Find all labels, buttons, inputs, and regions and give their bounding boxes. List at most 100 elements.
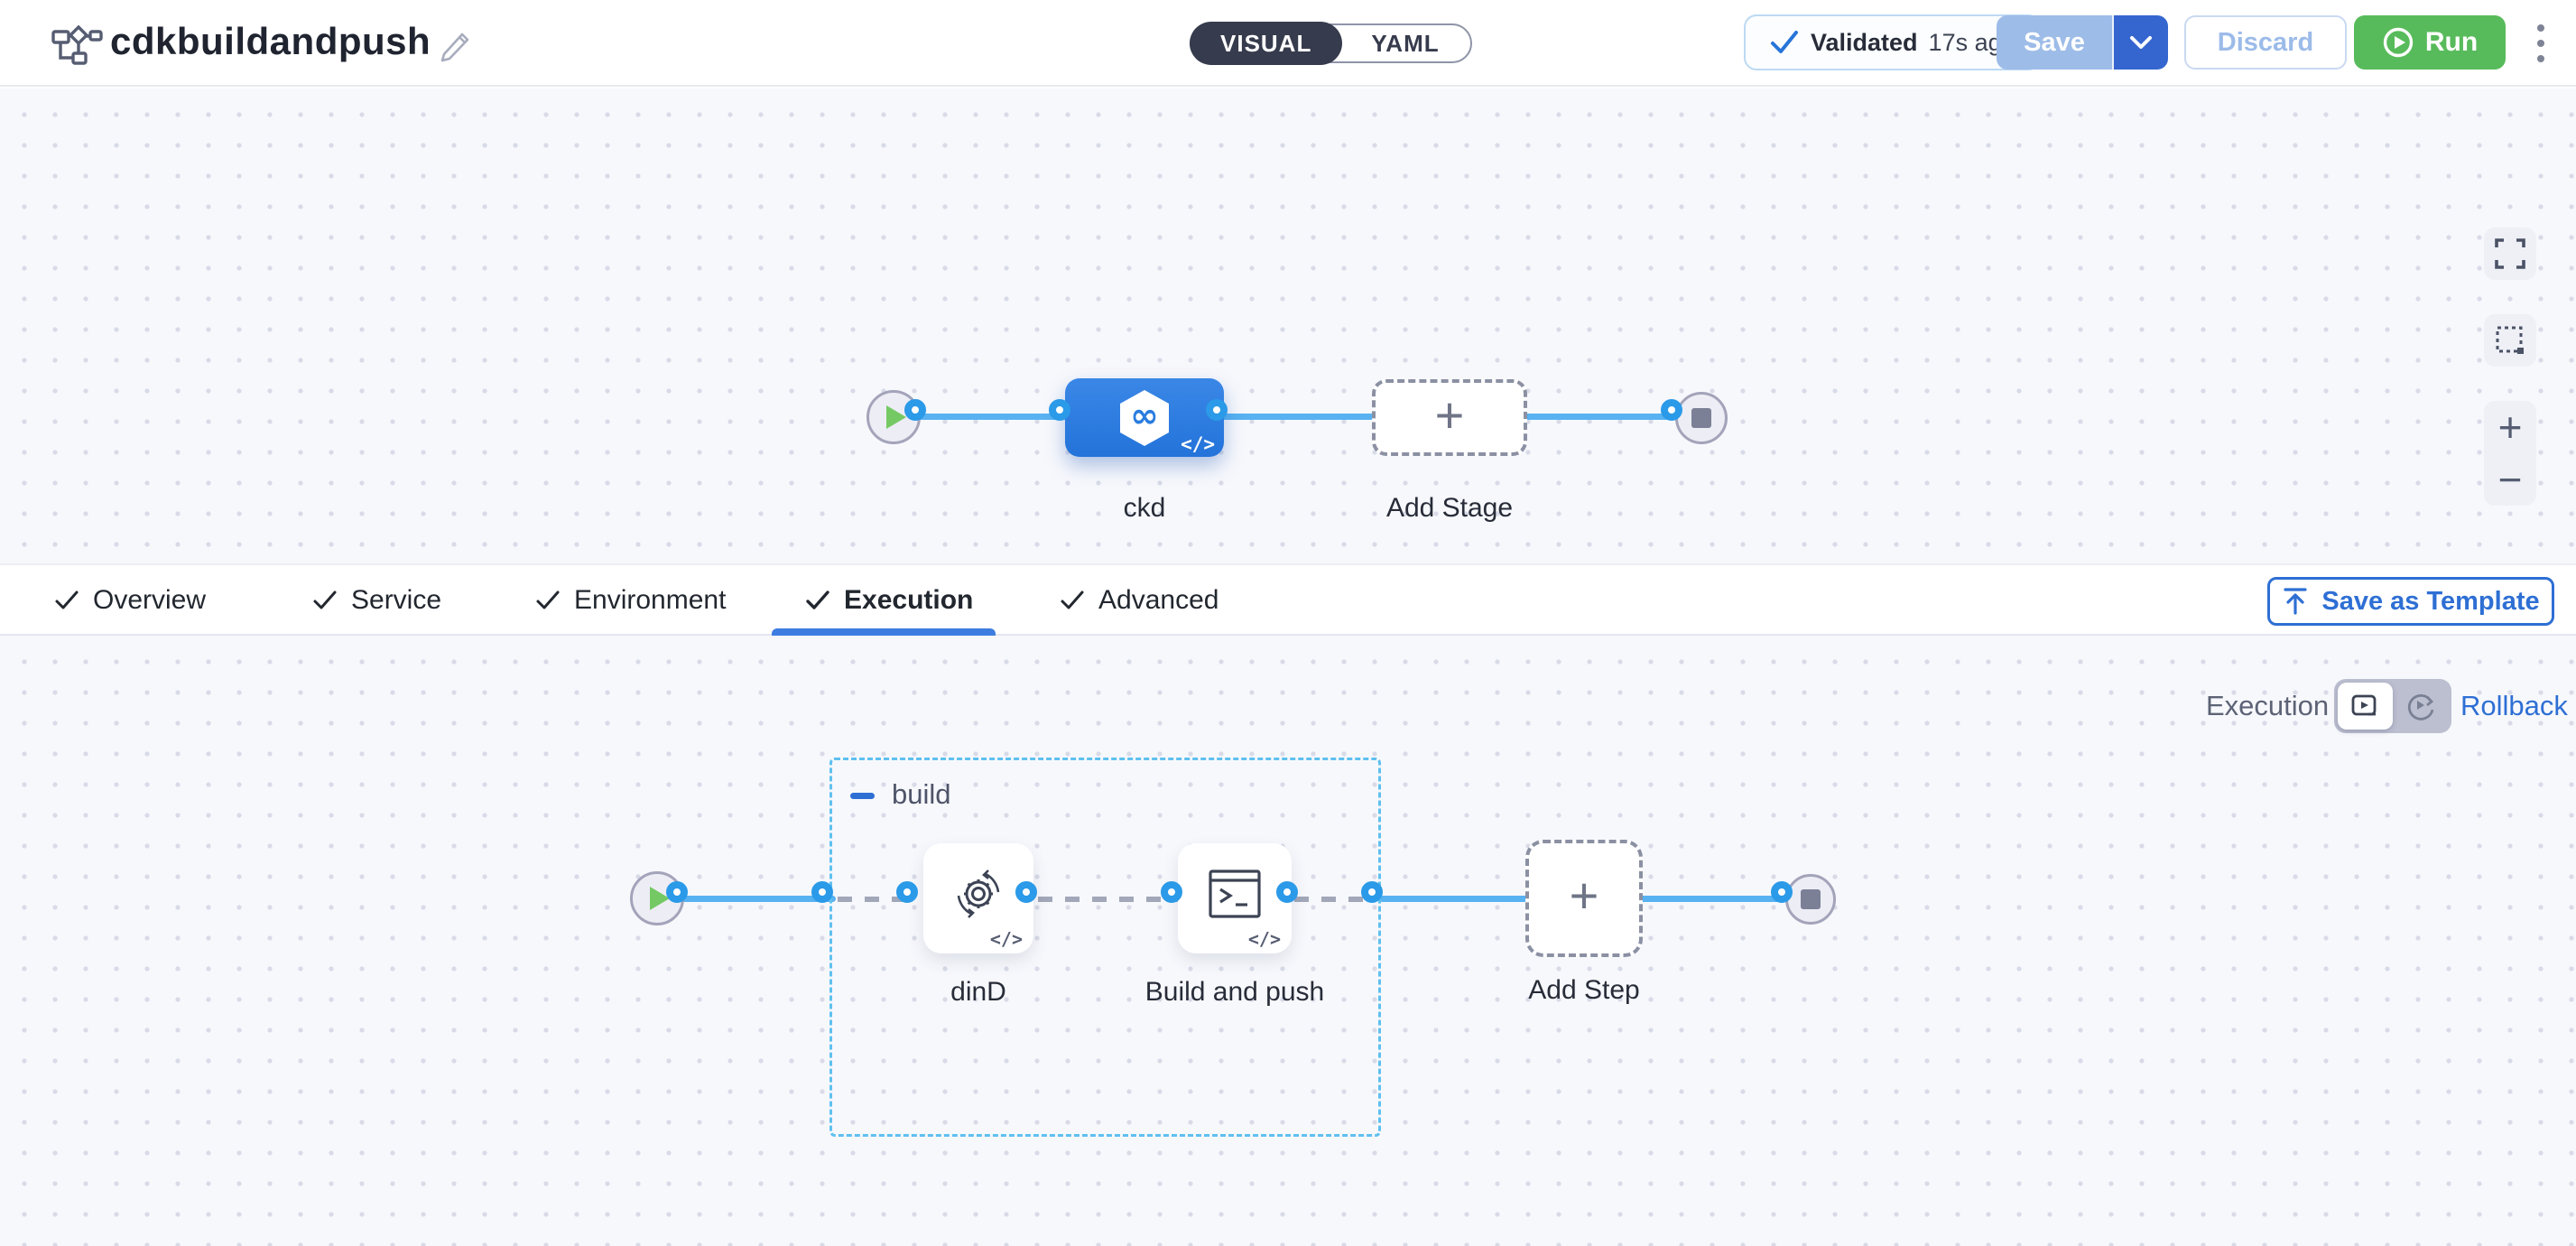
connector-port[interactable]: [1361, 881, 1383, 903]
connector-port[interactable]: [1771, 881, 1793, 903]
rollback-view-button[interactable]: [2393, 683, 2448, 730]
connector-port[interactable]: [1015, 881, 1037, 903]
visual-yaml-toggle: VISUAL YAML: [1190, 22, 1472, 65]
marquee-selection-icon: [2495, 325, 2525, 356]
tab-label: Service: [351, 585, 442, 615]
validated-check-icon: [1769, 29, 1800, 56]
pipeline-flowchart-icon: [51, 23, 103, 67]
pipeline-end-node[interactable]: [1675, 392, 1728, 444]
discard-button[interactable]: Discard: [2184, 15, 2347, 70]
page-title: cdkbuildandpush: [110, 20, 431, 62]
add-step-label: Add Step: [1528, 975, 1640, 1005]
connector-port[interactable]: [666, 881, 688, 903]
execution-view-button[interactable]: [2338, 683, 2393, 730]
stage-node-ckd[interactable]: ∞ </>: [1065, 378, 1224, 457]
step-code-tag: </>: [1247, 928, 1281, 950]
add-stage-label: Add Stage: [1385, 493, 1514, 523]
connector-line: [1379, 896, 1528, 902]
tab-execution[interactable]: Execution: [805, 565, 973, 636]
connector-port[interactable]: [811, 881, 833, 903]
upload-icon: [2282, 587, 2309, 616]
tab-overview[interactable]: Overview: [54, 565, 206, 636]
step-label: Build and push: [1144, 977, 1325, 1007]
save-split-button: Save: [1997, 15, 2168, 70]
rollback-link[interactable]: Rollback: [2460, 690, 2568, 721]
execution-end-node[interactable]: [1785, 874, 1836, 925]
run-play-icon: [2382, 26, 2414, 59]
plus-icon: +: [1569, 867, 1599, 924]
stage-config-tabbar: Overview Service Environment Execution A…: [0, 563, 2576, 636]
save-button[interactable]: Save: [1997, 15, 2112, 70]
connector-line-dashed: [1294, 897, 1376, 902]
tab-label: Advanced: [1098, 585, 1219, 615]
connector-line: [910, 414, 1072, 420]
header-bar: cdkbuildandpush VISUAL YAML Validated 17…: [0, 0, 2576, 87]
save-as-template-button[interactable]: Save as Template: [2267, 577, 2554, 626]
check-icon: [55, 590, 79, 609]
connector-port[interactable]: [1161, 881, 1182, 903]
stop-square-icon: [1691, 408, 1711, 428]
execution-play-box-icon: [2351, 694, 2376, 716]
stage-label: ckd: [1123, 493, 1166, 523]
add-stage-button[interactable]: +: [1372, 379, 1527, 456]
step-code-tag: </>: [989, 928, 1023, 950]
connector-port[interactable]: [896, 881, 918, 903]
ci-hexagon-icon: ∞: [1117, 387, 1172, 449]
edit-pencil-icon[interactable]: [439, 27, 475, 63]
svg-text:∞: ∞: [1130, 395, 1159, 435]
rollback-circle-play-icon: [2407, 693, 2433, 721]
add-step-button[interactable]: +: [1525, 840, 1643, 957]
tab-label: Execution: [844, 585, 974, 615]
check-icon: [806, 590, 829, 609]
visual-mode-button[interactable]: VISUAL: [1190, 22, 1343, 65]
start-play-icon: [650, 887, 670, 910]
collapse-group-icon[interactable]: [850, 793, 875, 799]
connector-line: [1635, 896, 1787, 902]
step-card-build-and-push[interactable]: </>: [1178, 843, 1292, 953]
check-icon: [536, 590, 560, 609]
tab-service[interactable]: Service: [312, 565, 441, 636]
stage-canvas[interactable]: ∞ </> + ckd Add Stage + −: [0, 88, 2576, 563]
more-options-kebab-icon[interactable]: [2527, 20, 2554, 67]
connector-line: [673, 896, 836, 902]
fullscreen-button[interactable]: [2484, 228, 2536, 280]
save-dropdown-button[interactable]: [2112, 15, 2168, 70]
run-button[interactable]: Run: [2354, 15, 2506, 70]
step-group-build[interactable]: build: [829, 758, 1381, 1137]
plus-icon: +: [1434, 386, 1465, 443]
check-icon: [313, 590, 337, 609]
stop-square-icon: [1801, 889, 1821, 909]
tab-label: Overview: [93, 585, 207, 615]
docker-in-docker-gear-icon: [946, 861, 1011, 926]
yaml-mode-button[interactable]: YAML: [1371, 29, 1440, 57]
connector-port[interactable]: [1049, 399, 1070, 421]
validated-label: Validated: [1811, 28, 1918, 56]
tab-environment[interactable]: Environment: [535, 565, 726, 636]
connector-port[interactable]: [1661, 399, 1682, 421]
execution-rollback-toggle: [2334, 679, 2451, 733]
terminal-window-icon: [1205, 866, 1265, 922]
active-tab-underline: [772, 628, 996, 636]
connector-port[interactable]: [1276, 881, 1298, 903]
run-label: Run: [2424, 27, 2479, 57]
execution-canvas[interactable]: Execution Rollback build: [0, 636, 2576, 1246]
connector-port[interactable]: [904, 399, 926, 421]
fullscreen-icon: [2495, 238, 2525, 269]
stage-code-tag: </>: [1181, 433, 1215, 455]
tab-advanced[interactable]: Advanced: [1060, 565, 1219, 636]
save-as-template-label: Save as Template: [2321, 586, 2540, 616]
marquee-select-button[interactable]: [2484, 314, 2536, 367]
check-icon: [1061, 590, 1084, 609]
execution-mode-label: Execution: [2206, 690, 2330, 721]
step-card-dind[interactable]: </>: [923, 843, 1033, 953]
tab-label: Environment: [574, 585, 727, 615]
start-play-icon: [886, 405, 906, 429]
chevron-down-icon: [2129, 34, 2153, 51]
connector-port[interactable]: [1206, 399, 1228, 421]
zoom-out-button[interactable]: −: [2497, 456, 2523, 503]
zoom-controls: + −: [2484, 401, 2536, 506]
step-label: dinD: [950, 977, 1006, 1007]
group-label: build: [892, 778, 951, 810]
connector-line-dashed: [838, 897, 919, 902]
zoom-in-button[interactable]: +: [2497, 404, 2523, 451]
